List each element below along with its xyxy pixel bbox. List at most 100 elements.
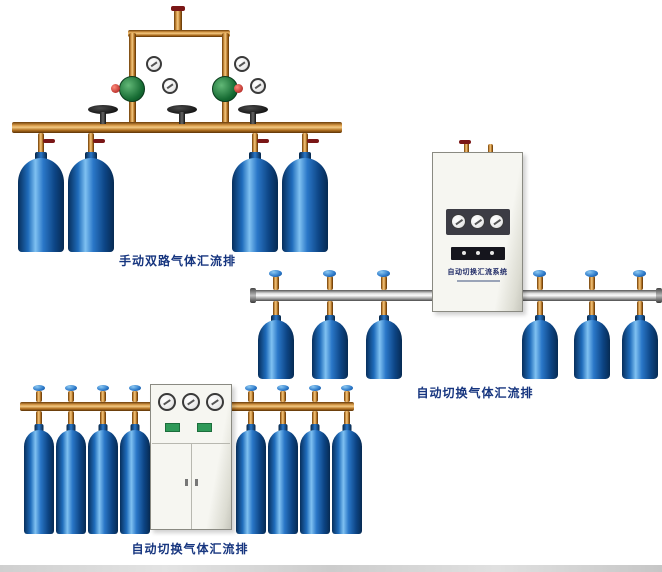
- cylinder-connector-pipe: [273, 301, 279, 317]
- valve-stem: [327, 276, 333, 290]
- cylinder-connector-pipe: [132, 411, 138, 425]
- pressure-gauge: [162, 78, 178, 94]
- cylinder-neck: [278, 424, 288, 431]
- cylinder-valve-knob: [377, 270, 390, 277]
- cylinder-valve-lever: [43, 139, 55, 143]
- cylinder-connector-pipe: [38, 133, 44, 155]
- valve-stem: [36, 391, 42, 402]
- pipe-end-cap: [656, 288, 662, 303]
- gas-cylinder: [18, 152, 64, 252]
- bottom-border: [0, 565, 662, 572]
- cylinder-neck: [98, 424, 108, 431]
- gas-cylinder: [366, 315, 402, 379]
- regulator-outlet-pipe: [222, 100, 229, 124]
- pipe-end-cap: [338, 120, 344, 135]
- top-valve-handle-icon: [171, 6, 185, 11]
- cabinet-inlet-pipe: [488, 144, 493, 154]
- regulator-left: [119, 76, 145, 102]
- cylinder-connector-pipe: [88, 133, 94, 155]
- cylinder-connector-pipe: [252, 133, 258, 155]
- cylinder-valve-knob: [585, 270, 598, 277]
- cylinder-neck: [587, 315, 597, 321]
- cylinder-valve-knob: [65, 385, 77, 391]
- cabinet-inlet-pipe: [464, 142, 469, 154]
- cylinder-valve-knob: [245, 385, 257, 391]
- gas-cylinder: [282, 152, 328, 252]
- cylinder-body: [56, 430, 86, 534]
- door-handle: [185, 479, 188, 486]
- left-drop-pipe: [129, 33, 136, 80]
- valve-stem: [100, 391, 106, 402]
- cylinder-valve-lever: [307, 139, 319, 143]
- cylinder-valve-knob: [633, 270, 646, 277]
- cylinder-valve-knob: [309, 385, 321, 391]
- pipe-end-cap: [352, 400, 358, 413]
- regulator-right: [212, 76, 238, 102]
- right-drop-pipe: [222, 33, 229, 80]
- cabinet-subtitle-line: [457, 280, 500, 282]
- valve-handwheel: [167, 105, 197, 114]
- cabinet-title: 自动切换汇流系统: [447, 269, 508, 276]
- cylinder-body: [312, 320, 348, 379]
- cylinder-body: [574, 320, 610, 379]
- valve-stem: [273, 276, 279, 290]
- indicator-light-icon: [462, 251, 466, 255]
- valve-stem: [637, 276, 643, 290]
- cabinet-green-tag: [197, 423, 212, 432]
- cylinder-valve-knob: [33, 385, 45, 391]
- gas-cylinder: [574, 315, 610, 379]
- control-cabinet: [150, 384, 232, 530]
- indicator-light-icon: [476, 251, 480, 255]
- gas-cylinder: [312, 315, 348, 379]
- cylinder-connector-pipe: [280, 411, 286, 425]
- cylinder-valve-lever: [257, 139, 269, 143]
- valve-stem: [344, 391, 350, 402]
- gas-cylinder: [120, 424, 150, 534]
- cylinder-connector-pipe: [100, 411, 106, 425]
- product-manual-dual-manifold: 手动双路气体汇流排: [10, 6, 345, 268]
- valve-stem: [589, 276, 595, 290]
- cylinder-body: [258, 320, 294, 379]
- cylinder-neck: [342, 424, 352, 431]
- valve-stem: [132, 391, 138, 402]
- cylinder-connector-pipe: [36, 411, 42, 425]
- cylinder-connector-pipe: [637, 301, 643, 317]
- cylinder-body: [332, 430, 362, 534]
- cylinder-valve-knob: [277, 385, 289, 391]
- cylinder-neck: [246, 424, 256, 431]
- pressure-gauge: [146, 56, 162, 72]
- cylinder-body: [300, 430, 330, 534]
- cylinder-neck: [130, 424, 140, 431]
- cylinder-body: [236, 430, 266, 534]
- pressure-gauge: [489, 214, 504, 229]
- cabinet-door-seam: [191, 443, 192, 529]
- cylinder-neck: [271, 315, 281, 321]
- door-handle: [195, 479, 198, 486]
- gas-cylinder: [522, 315, 558, 379]
- cylinder-neck: [379, 315, 389, 321]
- pressure-gauge: [206, 393, 224, 411]
- valve-stem: [537, 276, 543, 290]
- gas-cylinder: [300, 424, 330, 534]
- cylinder-neck: [34, 424, 44, 431]
- cylinder-connector-pipe: [68, 411, 74, 425]
- cylinder-body: [366, 320, 402, 379]
- pipe-end-cap: [250, 288, 256, 303]
- product-auto-switch-manifold-cabinet: 自动切换汇流系统 自动切换气体汇流排: [250, 140, 662, 400]
- cylinder-valve-lever: [93, 139, 105, 143]
- gas-cylinder: [258, 315, 294, 379]
- gas-cylinder: [622, 315, 658, 379]
- valve-stem: [381, 276, 387, 290]
- valve-stem: [248, 391, 254, 402]
- cylinder-body: [232, 158, 278, 252]
- cylinder-neck: [310, 424, 320, 431]
- feed-pipe: [174, 10, 182, 32]
- cylinder-body: [68, 158, 114, 252]
- cylinder-body: [622, 320, 658, 379]
- control-cabinet: 自动切换汇流系统: [432, 152, 523, 312]
- cylinder-connector-pipe: [589, 301, 595, 317]
- valve-handwheel: [88, 105, 118, 114]
- cylinder-body: [268, 430, 298, 534]
- pressure-gauge: [470, 214, 485, 229]
